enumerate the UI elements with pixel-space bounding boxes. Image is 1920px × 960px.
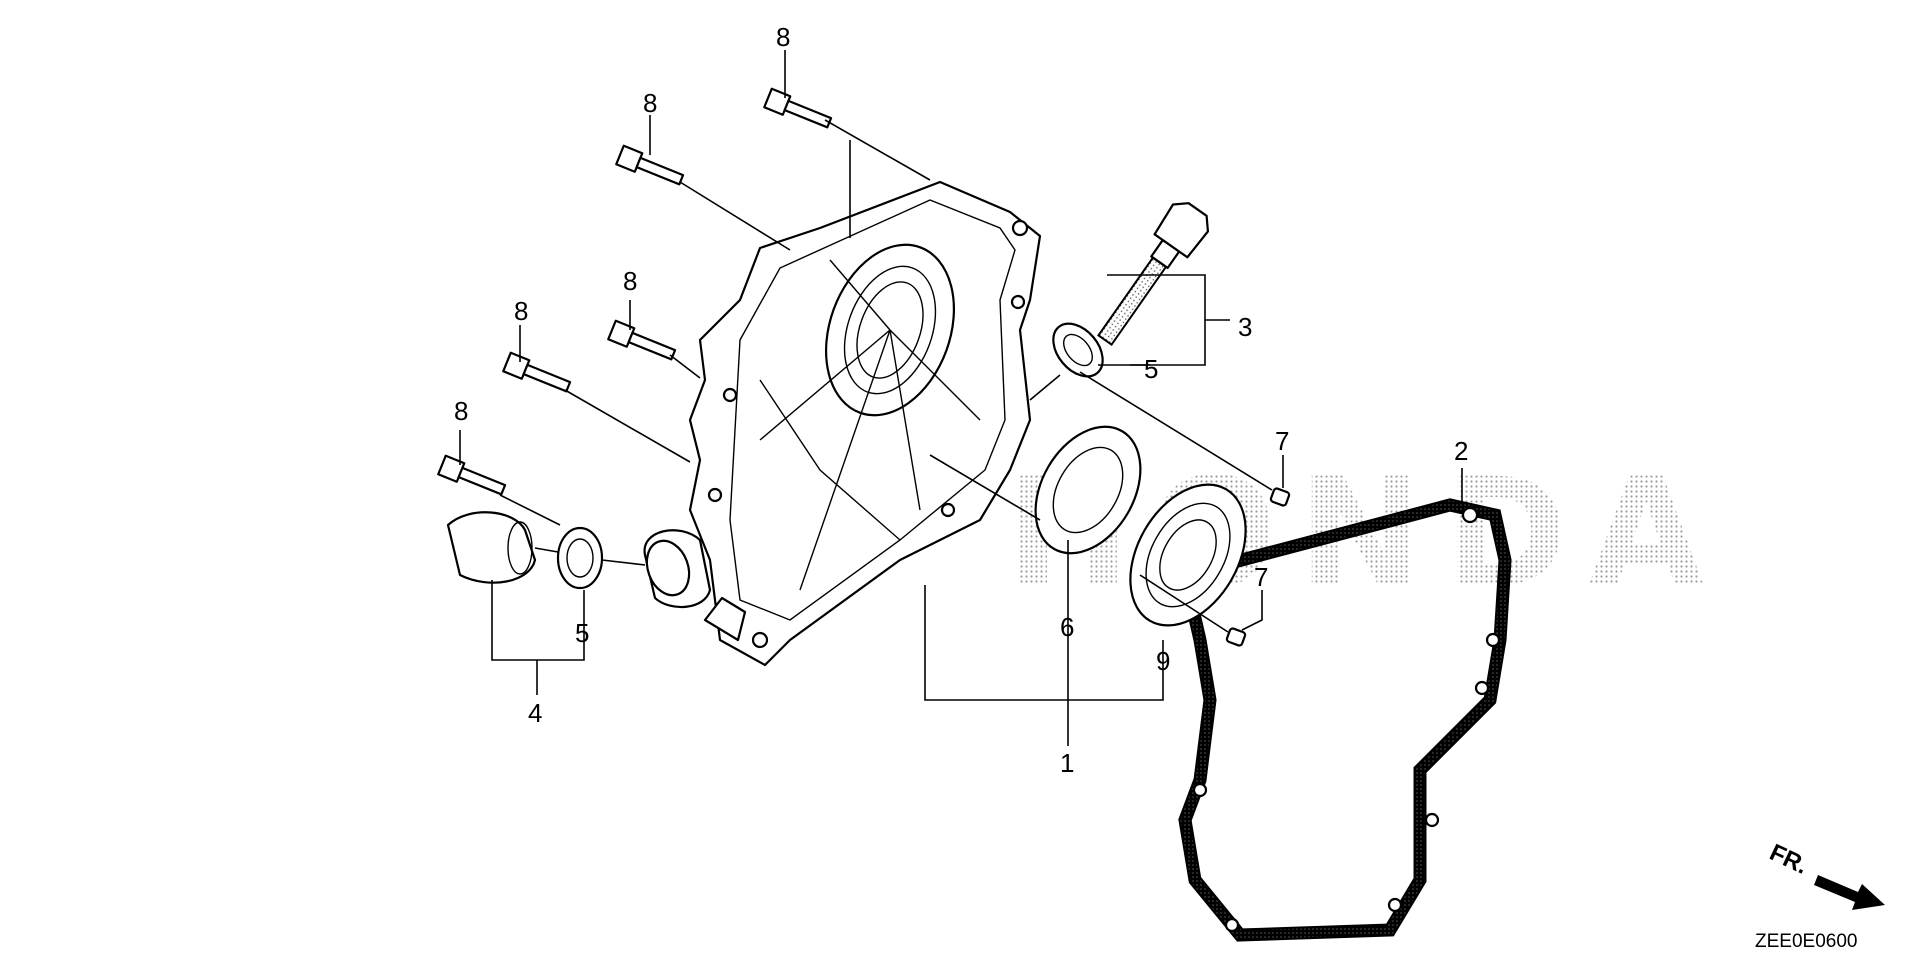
front-direction-indicator: FR. [1765,839,1885,910]
callout-8: 8 [623,266,637,296]
dowel-pin-lower [1225,627,1247,647]
bolt-middle [607,319,677,361]
dowel-pin-upper [1269,487,1291,507]
drain-plug [446,511,537,584]
callout-8: 8 [454,396,468,426]
drain-washer [556,526,604,590]
callout-5: 5 [1144,354,1158,384]
callout-8: 8 [514,296,528,326]
callout-1: 1 [1060,748,1074,778]
callout-8: 8 [643,88,657,118]
gauge-seal [1052,322,1104,378]
crankcase-cover [643,180,1042,667]
arrow-right-icon [1814,875,1885,910]
oil-level-gauge [1097,202,1210,346]
gasket [1177,498,1512,942]
callout-3: 3 [1238,312,1252,342]
svg-text:FR.: FR. [1765,839,1811,880]
callout-7: 7 [1254,562,1268,592]
oil-seal [1034,425,1142,555]
flange-bolts [437,87,931,526]
callout-4: 4 [528,698,542,728]
callout-7: 7 [1275,426,1289,456]
ball-bearing [1129,483,1247,627]
diagram-code: ZEE0E0600 [1755,931,1857,952]
callout-6: 6 [1060,612,1074,642]
callout-leaders [459,50,1463,746]
callout-8: 8 [776,22,790,52]
bolt-top [763,87,833,129]
bolt-lower-left [437,454,507,496]
callout-2: 2 [1454,436,1468,466]
callout-9: 9 [1156,646,1170,676]
callout-5: 5 [575,618,589,648]
callout-numbers: 8 8 8 8 8 3 5 5 4 6 9 1 7 7 2 [454,22,1468,778]
bolt-upper-left [615,144,685,186]
bolt-left [502,351,572,393]
